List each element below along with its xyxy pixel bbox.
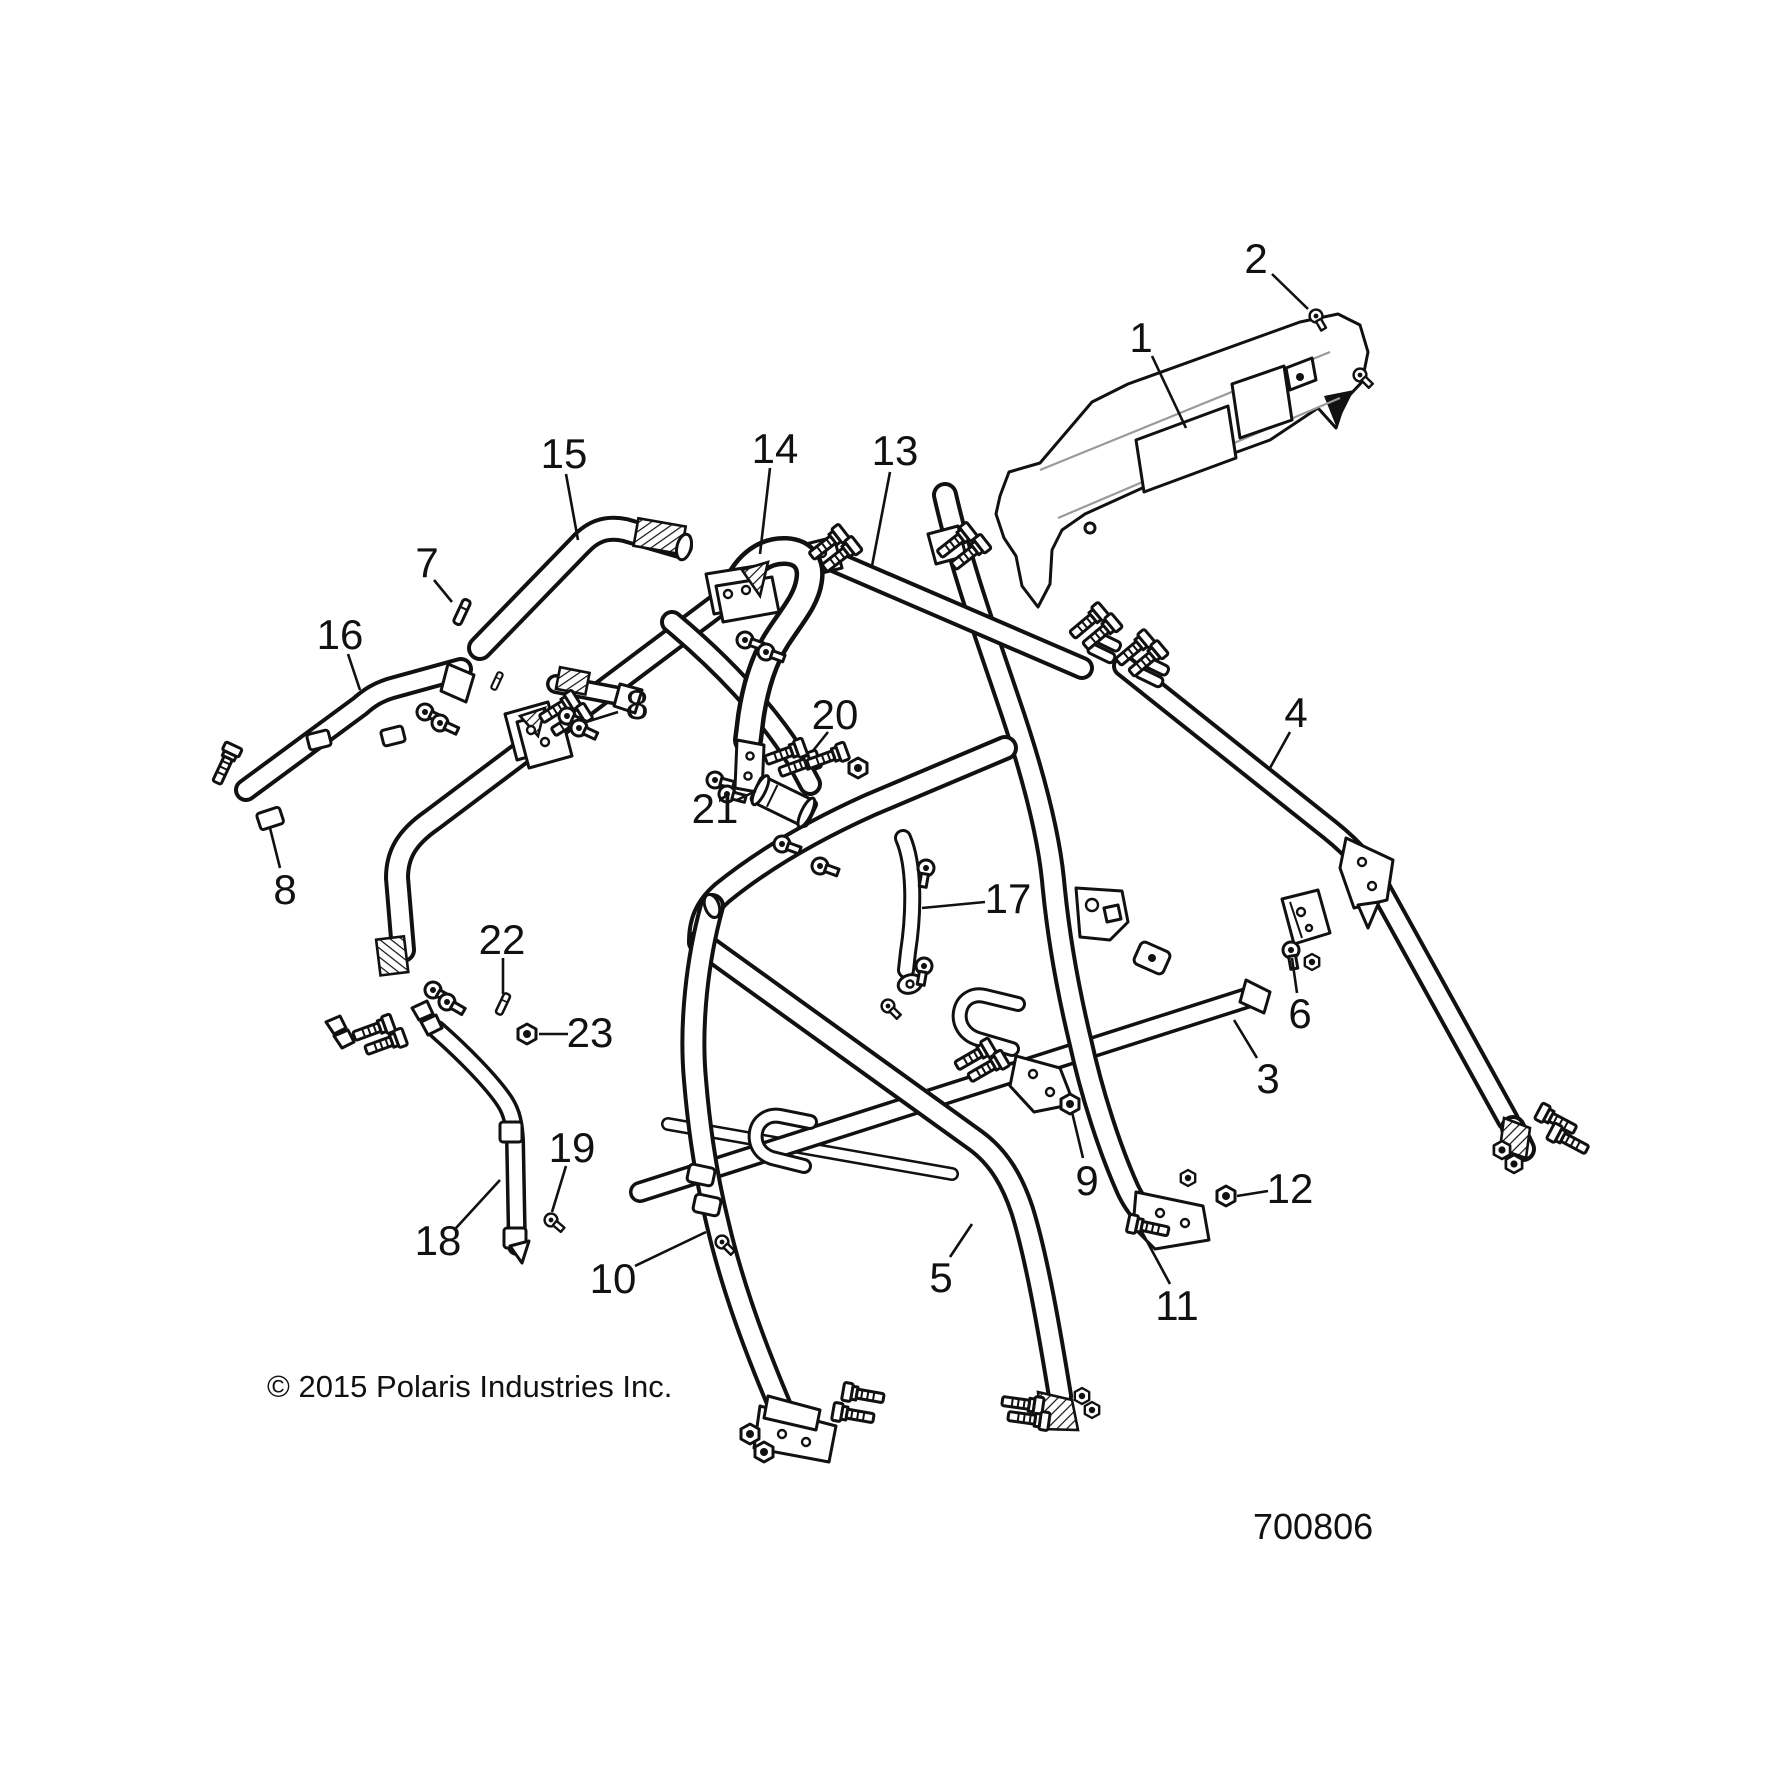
- nut-icon: [847, 756, 869, 780]
- screw-icon: [434, 989, 469, 1020]
- leader-line-8: [585, 710, 619, 724]
- callout-label-4: 4: [1284, 689, 1307, 736]
- callout-label-6: 6: [1288, 990, 1311, 1037]
- callout-label-16: 16: [317, 611, 364, 658]
- left-side-frame: [374, 590, 738, 977]
- nut-icon: [1179, 1168, 1197, 1188]
- nut-icon: [753, 1440, 775, 1464]
- foot-bracket-10: [752, 1394, 838, 1464]
- clamp-21: [749, 774, 819, 829]
- clip-bracket: [255, 805, 285, 831]
- screw-icon: [877, 995, 905, 1023]
- support-strap-17: [896, 838, 924, 995]
- bolt-icon: [840, 1380, 887, 1409]
- leader-line-6: [1290, 957, 1299, 994]
- leader-line-4: [1268, 731, 1292, 769]
- stub-tube: [556, 665, 644, 715]
- callout-label-17: 17: [985, 875, 1032, 922]
- loose-bracket: [1280, 888, 1332, 946]
- nut-icon: [739, 1422, 761, 1446]
- screw-icon: [540, 1209, 568, 1236]
- nut-icon: [1073, 1386, 1091, 1406]
- bolt-icon: [207, 740, 244, 788]
- callout-label-19: 19: [549, 1124, 596, 1171]
- leader-line-9: [1070, 1111, 1085, 1159]
- nut-icon: [516, 1022, 538, 1046]
- leader-line-17: [921, 900, 986, 910]
- callout-label-18: 18: [415, 1217, 462, 1264]
- callout-label-9: 9: [1075, 1157, 1098, 1204]
- leader-line-13: [870, 471, 892, 567]
- callout-label-13: 13: [872, 427, 919, 474]
- grab-bar-16: [246, 664, 476, 790]
- rear-plate-bracket: [1074, 886, 1130, 942]
- leader-line-20: [810, 731, 830, 753]
- leader-line-12: [1236, 1189, 1269, 1198]
- pillar-clamp: [1132, 940, 1172, 976]
- leader-line-14: [758, 467, 772, 555]
- leader-line-3: [1232, 1019, 1259, 1059]
- leader-line-21: [736, 789, 757, 802]
- callout-label-8: 8: [273, 866, 296, 913]
- side-tube-4: [1124, 666, 1530, 1158]
- callout-label-11: 11: [1155, 1282, 1199, 1329]
- leader-line-11: [1140, 1231, 1172, 1285]
- support-tube-18: [410, 999, 531, 1265]
- foot-bracket-right: [1131, 1190, 1211, 1251]
- nut-icon: [1059, 1092, 1081, 1116]
- leader-line-1: [1150, 355, 1188, 429]
- leader-line-5: [948, 1223, 974, 1258]
- leader-line-7: [432, 579, 454, 603]
- callout-label-22: 22: [479, 916, 526, 963]
- nut-icon: [1215, 1184, 1237, 1208]
- callout-label-2: 2: [1244, 235, 1267, 282]
- leader-line-18: [455, 1179, 501, 1229]
- callout-label-15: 15: [541, 430, 588, 477]
- nut-icon: [1492, 1139, 1512, 1161]
- cross-bar-3: [640, 978, 1272, 1192]
- leader-line-15: [564, 473, 580, 541]
- leader-line-2: [1271, 273, 1309, 310]
- screw-icon: [808, 854, 843, 882]
- leader-line-16: [346, 653, 362, 691]
- screw-icon: [566, 715, 602, 745]
- tube4-bracket: [1338, 836, 1395, 930]
- foot-bracket-bar3: [1008, 1054, 1076, 1114]
- callout-label-8: 8: [625, 681, 648, 728]
- bolt-icon: [803, 740, 852, 775]
- callout-label-14: 14: [752, 425, 799, 472]
- leader-lines: [268, 273, 1309, 1285]
- callout-label-5: 5: [929, 1254, 952, 1301]
- a-pillar-10: [686, 892, 791, 1432]
- dash-panel-1: [994, 312, 1370, 609]
- leader-line-10: [634, 1230, 707, 1268]
- arch-mount-bracket: [704, 560, 781, 624]
- bolt-icon: [830, 1400, 877, 1429]
- callout-label-3: 3: [1256, 1055, 1279, 1102]
- nut-icon: [1504, 1153, 1524, 1175]
- diagram-number: 700806: [1253, 1506, 1373, 1547]
- callout-label-21: 21: [692, 785, 739, 832]
- copyright-text: © 2015 Polaris Industries Inc.: [267, 1369, 672, 1404]
- callout-label-10: 10: [590, 1255, 637, 1302]
- pin-icon: [489, 670, 505, 692]
- callout-label-7: 7: [415, 539, 438, 586]
- pin-icon: [493, 991, 513, 1017]
- pin-icon: [451, 597, 473, 627]
- callout-label-23: 23: [567, 1009, 614, 1056]
- nut-icon: [1083, 1400, 1101, 1420]
- nut-icon: [1303, 952, 1321, 972]
- clevis-fork: [324, 1014, 356, 1050]
- callout-label-20: 20: [812, 691, 859, 738]
- grab-bar-15: [480, 518, 694, 648]
- leader-line-19: [550, 1165, 568, 1213]
- callout-label-1: 1: [1129, 314, 1152, 361]
- leader-line-8: [268, 827, 282, 869]
- callout-label-12: 12: [1267, 1165, 1314, 1212]
- screw-icon: [427, 710, 463, 740]
